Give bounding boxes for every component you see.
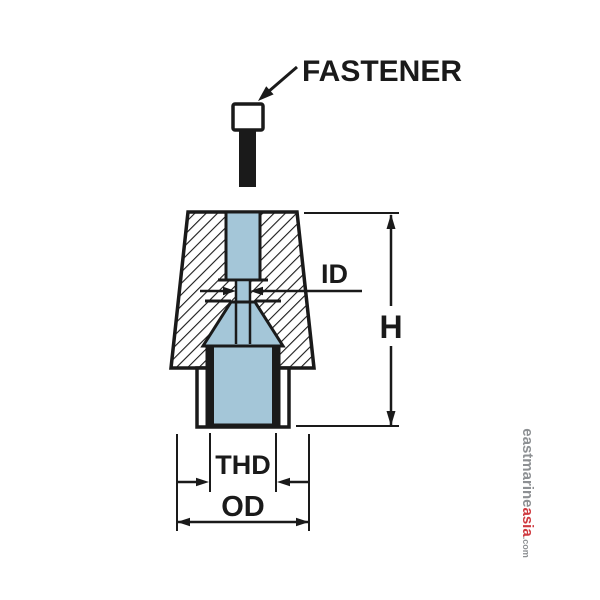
watermark-text: eastmarineasia.com <box>519 428 536 557</box>
threaded-bore-wall-left <box>207 346 214 425</box>
fastener-callout: FASTENER <box>258 55 462 101</box>
watermark-word-east: east <box>519 428 536 458</box>
fastener-head <box>231 102 265 132</box>
id-label: ID <box>321 259 348 289</box>
dimension-od: OD <box>176 434 310 531</box>
od-label: OD <box>221 491 265 523</box>
id-arrowhead-right <box>250 286 263 296</box>
fastener-shaft <box>239 130 256 187</box>
dimension-id: ID <box>200 259 362 296</box>
od-arrowhead-right <box>296 517 309 527</box>
watermark-suffix: .com <box>521 537 531 558</box>
fastener-leader-line <box>267 65 298 94</box>
watermark-word-marine: marine <box>519 458 536 507</box>
dimension-h: H <box>296 212 406 427</box>
thd-label-backing <box>214 452 272 476</box>
h-arrowhead-top <box>386 214 396 229</box>
fastener-bolt <box>231 102 265 187</box>
h-arrowhead-bottom <box>386 411 396 426</box>
watermark: eastmarineasia.com <box>519 428 536 557</box>
fastener-leader-arrowhead <box>258 86 274 101</box>
threaded-bore-wall-right <box>272 346 279 425</box>
od-arrowhead-left <box>177 517 190 527</box>
dimension-thd: THD <box>177 433 309 492</box>
anode-body-section <box>169 210 316 429</box>
counterbore-cavity <box>224 210 262 282</box>
threaded-bore <box>205 344 281 427</box>
id-arrowhead-left <box>223 286 236 296</box>
thd-label: THD <box>215 450 271 480</box>
h-label: H <box>379 309 402 345</box>
watermark-word-asia: asia <box>519 508 536 538</box>
od-label-backing <box>219 495 267 519</box>
thd-arrowhead-left <box>196 477 209 487</box>
h-label-backing <box>376 306 406 346</box>
fastener-label: FASTENER <box>302 55 462 88</box>
cone-cavity <box>200 300 286 348</box>
thd-arrowhead-right <box>277 477 290 487</box>
